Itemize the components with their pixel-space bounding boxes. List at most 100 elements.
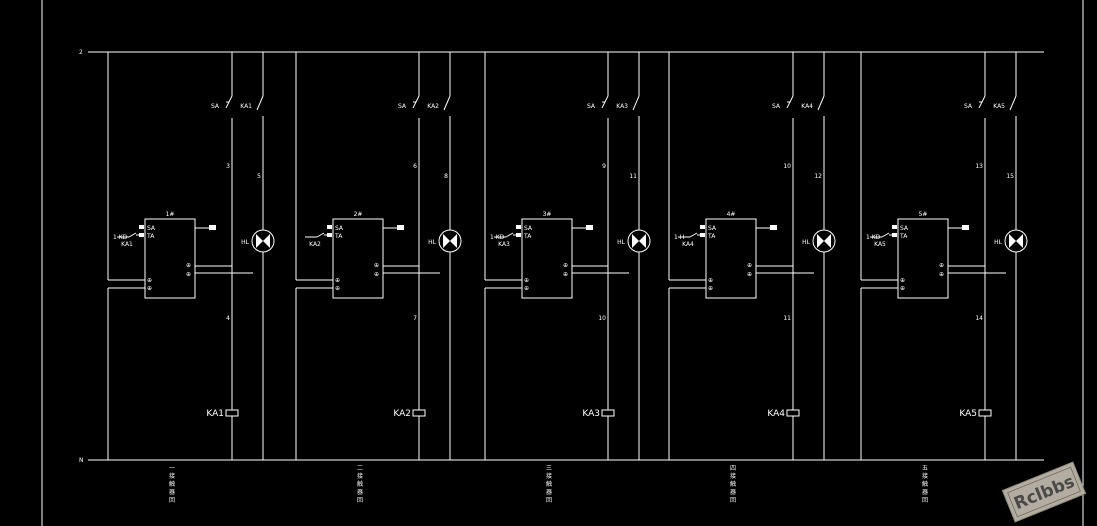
input-side-label: 1 KD (490, 234, 505, 241)
circuit-caption-char: 回 (546, 497, 552, 504)
terminal-mark: ⊕ (563, 262, 568, 269)
relay-coil (786, 409, 800, 417)
output-terminal (586, 225, 593, 230)
wire-number-coil: 10 (598, 315, 606, 322)
indicator-lamp-fill (443, 234, 457, 248)
input-side-label: 1 KD (866, 234, 881, 241)
circuit-caption-char: 器 (922, 489, 928, 496)
wire-number-switch: 10 (783, 163, 791, 170)
terminal-mark: ⊕ (524, 285, 529, 292)
circuit-caption-char: 接 (730, 472, 736, 480)
circuit-caption-char: 回 (922, 497, 928, 504)
input-side-label: 1 KD (113, 234, 128, 241)
wire-number-lamp: 12 (814, 173, 822, 180)
relay-coil-label: KA5 (959, 409, 977, 419)
wire-number-coil: 4 (226, 315, 230, 322)
terminal-label-ta: TA (899, 233, 908, 240)
relay-coil (601, 409, 615, 417)
circuit-caption-char: 接 (169, 472, 175, 480)
module-unit-label: 1# (166, 211, 175, 218)
terminal-mark: ⊕ (374, 271, 379, 278)
circuit-caption-char: 器 (357, 489, 363, 496)
terminal-label-sa: SA (708, 225, 717, 232)
input-side-label: 1 H (674, 234, 684, 241)
terminal-mark: ⊕ (708, 277, 713, 284)
control-module (897, 218, 949, 299)
circuit-caption-char: 二 (357, 465, 363, 472)
terminal-square (516, 225, 521, 229)
output-terminal (209, 225, 216, 230)
circuit-caption-char: 三 (546, 465, 552, 472)
terminal-mark: ⊕ (186, 262, 191, 269)
relay-coil-label: KA3 (582, 409, 600, 419)
circuit-caption-char: 器 (169, 489, 175, 496)
circuit-caption-char: 接 (546, 472, 552, 480)
terminal-label-ta: TA (334, 233, 343, 240)
terminal-mark: ⊕ (939, 271, 944, 278)
circuit-caption-char: 触 (169, 480, 175, 488)
lamp-label: HL (994, 239, 1003, 246)
terminal-square (327, 225, 332, 229)
terminal-mark: ⊕ (563, 271, 568, 278)
module-unit-label: 5# (919, 211, 928, 218)
input-contact-label: KA3 (498, 241, 510, 248)
wire-number-switch: 3 (226, 163, 230, 170)
sa-switch-label: SA (211, 103, 220, 110)
terminal-square (516, 233, 521, 237)
input-contact-blade (505, 232, 514, 238)
input-contact-label: KA5 (874, 241, 886, 248)
circuit-caption-char: 一 (169, 465, 175, 472)
relay-coil (225, 409, 239, 417)
circuit-caption-char: 器 (546, 489, 552, 496)
control-module (332, 218, 384, 299)
lamp-label: HL (617, 239, 626, 246)
wire-number-switch: 9 (602, 163, 606, 170)
terminal-label-ta: TA (523, 233, 532, 240)
input-contact-blade (128, 232, 137, 238)
terminal-square (139, 225, 144, 229)
terminal-mark: ⊕ (747, 271, 752, 278)
terminal-mark: ⊕ (374, 262, 379, 269)
terminal-mark: ⊕ (524, 277, 529, 284)
sa-switch-label: SA (398, 103, 407, 110)
relay-coil (412, 409, 426, 417)
circuit-caption-char: 器 (730, 489, 736, 496)
wire-number-coil: 11 (783, 315, 791, 322)
control-module (705, 218, 757, 299)
circuit-caption-char: 接 (922, 472, 928, 480)
ka-contact-blade (817, 95, 825, 111)
terminal-label-ta: TA (146, 233, 155, 240)
indicator-lamp-fill (632, 234, 646, 248)
terminal-square (700, 225, 705, 229)
terminal-mark: ⊕ (147, 285, 152, 292)
terminal-label-sa: SA (335, 225, 344, 232)
input-contact-label: KA2 (309, 241, 321, 248)
terminal-square (139, 233, 144, 237)
terminal-mark: ⊕ (747, 262, 752, 269)
wire-number-switch: 13 (975, 163, 983, 170)
wire-number-lamp: 8 (444, 173, 448, 180)
terminal-mark: ⊕ (147, 277, 152, 284)
sa-switch-label: SA (772, 103, 781, 110)
relay-coil-label: KA1 (206, 409, 224, 419)
input-contact-blade (881, 232, 890, 238)
terminal-mark: ⊕ (186, 271, 191, 278)
ka-contact-blade (632, 95, 640, 111)
relay-coil-label: KA4 (767, 409, 785, 419)
terminal-label-sa: SA (524, 225, 533, 232)
ka-contact-blade (1009, 95, 1017, 111)
terminal-mark: ⊕ (335, 277, 340, 284)
top-rail: 2 (79, 49, 1044, 56)
input-contact-blade (689, 232, 698, 238)
lamp-label: HL (428, 239, 437, 246)
module-unit-label: 4# (727, 211, 736, 218)
top-rail-label: 2 (79, 49, 83, 56)
ka-contact-label: KA1 (240, 103, 252, 110)
indicator-lamp-fill (817, 234, 831, 248)
